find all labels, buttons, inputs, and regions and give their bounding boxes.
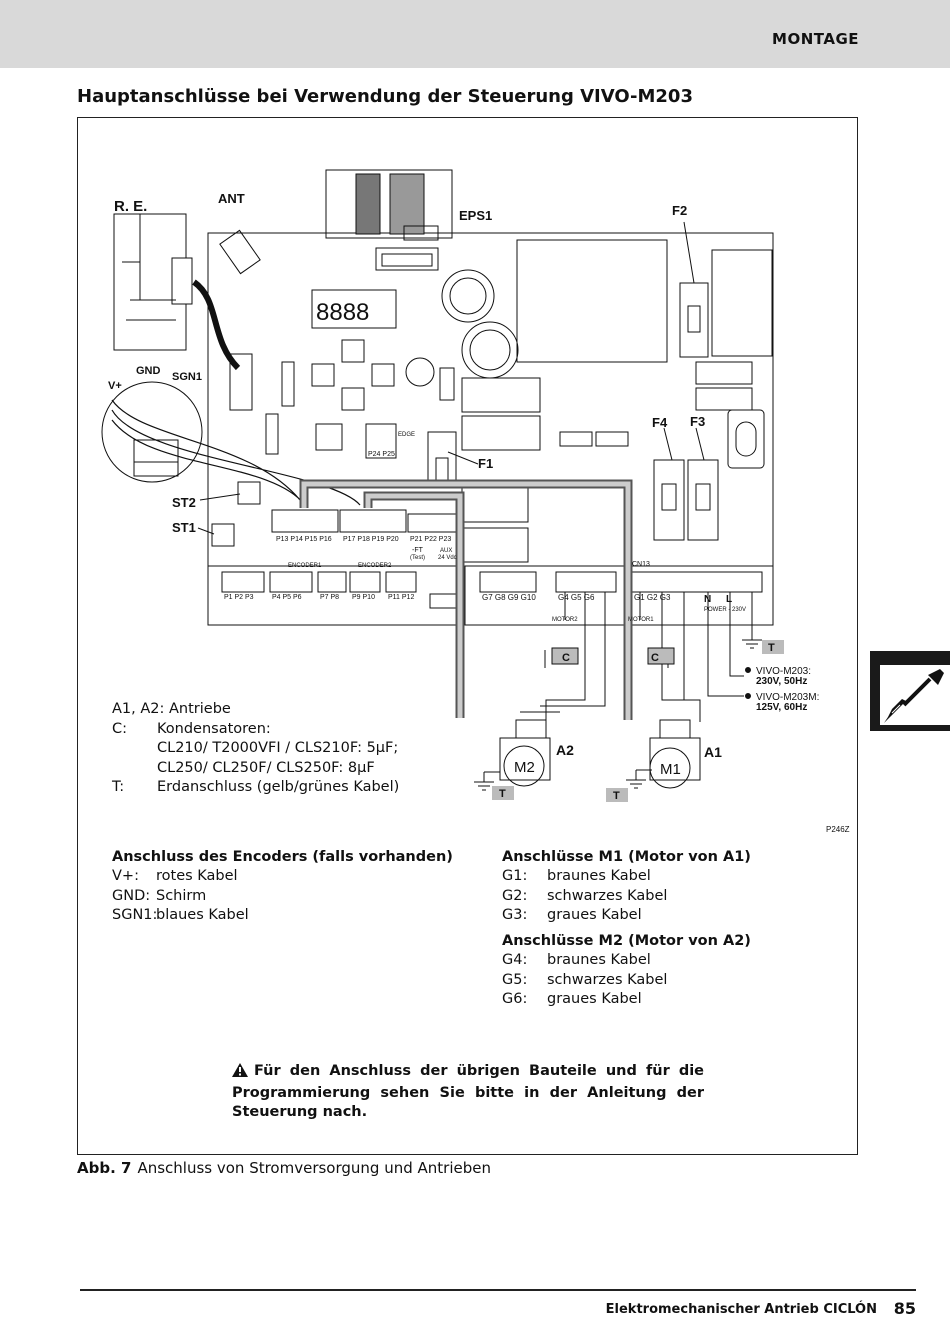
legend-a1a2-value: : Antriebe xyxy=(159,701,231,717)
m1-key: G1: xyxy=(502,868,528,885)
page-header: MONTAGE xyxy=(0,0,950,68)
m2-heading: Anschlüsse M2 (Motor von A2) xyxy=(502,933,751,949)
m2-value: graues Kabel xyxy=(547,990,642,1007)
legend-a1a2-key: A1, A2 xyxy=(112,701,160,717)
legend-c-key: C: xyxy=(112,720,128,737)
m2-key: G6: xyxy=(502,990,528,1007)
m2-section: Anschlüsse M2 (Motor von A2) G4: braunes … xyxy=(502,932,751,1009)
m1-heading: Anschlüsse M1 (Motor von A1) xyxy=(502,849,751,865)
legend-c-value: Kondensatoren: xyxy=(157,720,271,737)
m2-value: braunes Kabel xyxy=(547,952,651,969)
m1-value: braunes Kabel xyxy=(547,868,651,885)
m1-value: schwarzes Kabel xyxy=(547,887,668,904)
figure-caption: Abb. 7 Anschluss von Stromversorgung und … xyxy=(77,1159,491,1177)
warning-note: Für den Anschluss der übrigen Bauteile u… xyxy=(232,1062,704,1123)
legend-t-value: Erdanschluss (gelb/grünes Kabel) xyxy=(157,779,400,795)
m1-key: G2: xyxy=(502,887,528,904)
caption-label: Abb. 7 xyxy=(77,1159,132,1177)
encoder-heading: Anschluss des Encoders (falls vorhanden) xyxy=(112,849,453,865)
screwdriver-icon xyxy=(884,669,944,723)
legend-c-line3: CL250/ CL250F/ CLS250F: 8μF xyxy=(157,759,375,776)
encoder-key: SGN1: xyxy=(112,906,158,923)
m1-section: Anschlüsse M1 (Motor von A1) G1: braunes … xyxy=(502,848,751,925)
footer-divider xyxy=(80,1289,916,1291)
m1-value: graues Kabel xyxy=(547,906,642,923)
legend: A1, A2: Antriebe C: Kondensatoren: CL210/… xyxy=(112,700,399,798)
caption-text: Anschluss von Stromversorgung und Antrie… xyxy=(137,1159,491,1177)
page-number: 85 xyxy=(893,1299,916,1318)
warning-text: Für den Anschluss der übrigen Bauteile u… xyxy=(232,1063,704,1120)
m2-key: G4: xyxy=(502,952,528,969)
figure-frame xyxy=(77,117,858,1155)
encoder-key: GND: xyxy=(112,887,151,904)
section-title: MONTAGE xyxy=(772,30,859,48)
chapter-tab xyxy=(870,651,950,731)
encoder-value: blaues Kabel xyxy=(156,906,249,923)
m1-key: G3: xyxy=(502,906,528,923)
page-title: Hauptanschlüsse bei Verwendung der Steue… xyxy=(77,86,693,107)
warning-icon xyxy=(232,1063,248,1084)
encoder-section: Anschluss des Encoders (falls vorhanden)… xyxy=(112,848,453,925)
encoder-key: V+: xyxy=(112,868,139,885)
legend-t-key: T: xyxy=(112,779,125,795)
encoder-value: rotes Kabel xyxy=(156,868,238,885)
legend-c-line2: CL210/ T2000VFI / CLS210F: 5μF; xyxy=(157,740,399,756)
m2-value: schwarzes Kabel xyxy=(547,971,668,988)
encoder-value: Schirm xyxy=(156,887,207,904)
footer-title: Elektromechanischer Antrieb CICLÓN xyxy=(605,1302,877,1317)
m2-key: G5: xyxy=(502,971,528,988)
